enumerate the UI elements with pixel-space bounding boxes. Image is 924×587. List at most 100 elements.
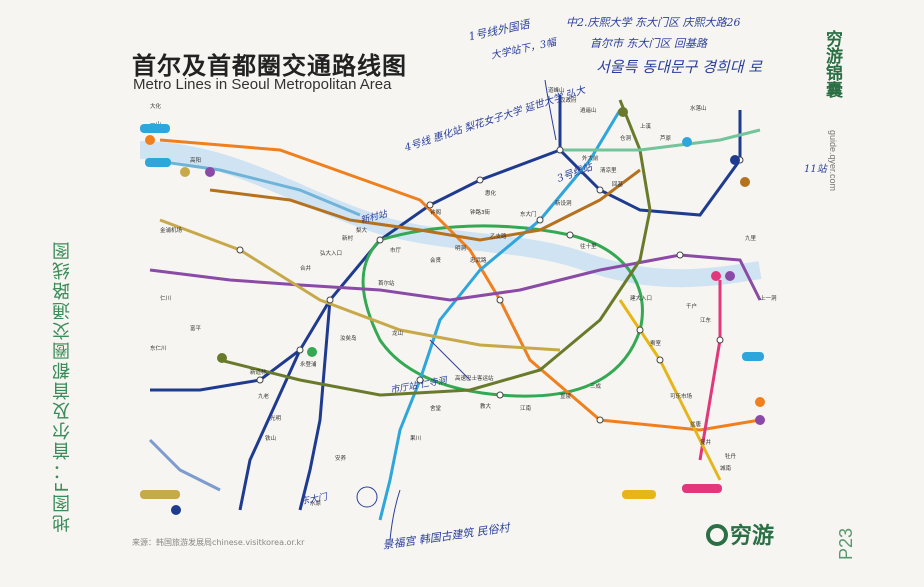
station-dot (716, 336, 724, 344)
line-3-marker (145, 135, 155, 145)
station-label: 教大 (480, 402, 492, 410)
station-label: 首尔站 (378, 279, 395, 287)
page-caption: 地图F：首尔及首都圈交通路线图 (52, 240, 73, 533)
station-label: 三成 (590, 382, 602, 390)
line-5-marker-south (755, 415, 765, 425)
station-dot (596, 186, 604, 194)
brand-website: guide.qyer.com (828, 130, 838, 192)
station-label: 大化 (150, 102, 162, 110)
station-label: 城南 (720, 464, 732, 472)
line-incheon (148, 438, 221, 492)
line-arex (149, 158, 361, 217)
line-jungang (560, 128, 761, 152)
line-5 (149, 253, 762, 302)
station-label: 九里 (745, 234, 757, 242)
station-label: 议政府 (560, 96, 577, 104)
station-dot (426, 201, 434, 209)
station-dot (236, 246, 244, 254)
line-3 (159, 138, 761, 432)
station-label: 合井 (300, 264, 312, 272)
line-7-marker (217, 353, 227, 363)
station-dot (596, 416, 604, 424)
station-label: 可乐市场 (670, 392, 693, 400)
station-dot (476, 176, 484, 184)
station-label: 芦原 (660, 134, 672, 142)
station-label: 梨大 (356, 226, 368, 234)
handwritten-note: 11站 (804, 164, 827, 175)
station-dot (376, 236, 384, 244)
station-label: 牡丹 (725, 452, 737, 460)
station-label: 仓洞 (620, 134, 632, 142)
station-dot (326, 296, 334, 304)
station-dot (256, 376, 264, 384)
station-dots (236, 146, 744, 424)
brand-logo-vertical: 穷游锦囊 (822, 30, 842, 98)
station-label: 舍堂 (430, 404, 442, 412)
brand-logo-text: 穷游 (730, 524, 775, 549)
station-label: 水原 (310, 499, 322, 507)
station-dot (416, 376, 424, 384)
station-label: 弘大入口 (320, 249, 342, 257)
line-name-tags (140, 124, 764, 499)
station-label: 新道林 (250, 368, 267, 376)
station-dot (296, 346, 304, 354)
brand-logo-bottom: 穷游 (706, 518, 774, 550)
station-label: 千户 (686, 302, 697, 310)
station-label: 忠武路 (470, 256, 487, 264)
station-label: 新村 (342, 234, 354, 242)
station-label: 道峰山 (548, 86, 565, 94)
source-note: 来源：韩国旅游发展局chinese.visitkorea.or.kr (132, 538, 305, 547)
station-label: 富平 (190, 324, 202, 332)
line-2-marker (307, 347, 317, 357)
station-label: 江南 (520, 404, 532, 412)
station-label: 回基 (612, 180, 624, 188)
station-label: 外大前 (582, 154, 599, 162)
station-label: 果川 (410, 435, 421, 442)
handwriting-strokes (356, 79, 557, 541)
brand-q-icon (706, 524, 728, 546)
station-label: 永登浦 (300, 360, 317, 368)
station-label: 新设洞 (555, 199, 572, 207)
handwritten-note: 首尔市 东大门区 回基路 (590, 37, 707, 50)
station-label: 九老 (258, 392, 270, 400)
station-label: 宣陵 (560, 392, 572, 400)
line-6-marker (740, 177, 750, 187)
line-8-marker (711, 271, 721, 281)
line-bundang (618, 299, 722, 481)
line-6 (209, 168, 641, 242)
line-1-marker (730, 155, 740, 165)
station-label: 蚕室 (650, 339, 662, 347)
station-label: 往十里 (580, 242, 597, 250)
station-label: 钟路3街 (470, 208, 490, 216)
station-label: 东仁川 (150, 344, 167, 352)
station-label: 逍遥山 (580, 106, 597, 114)
station-dot (656, 356, 664, 364)
station-label: 高阳 (190, 156, 201, 164)
han-river (139, 141, 762, 288)
station-label: 盆唐 (690, 420, 702, 428)
station-label: 惠化 (485, 189, 497, 197)
station-label: 建大入口 (630, 294, 652, 302)
station-label: 江东 (700, 316, 712, 324)
page-number: P23 (836, 528, 856, 561)
station-label: 会贤 (430, 256, 442, 264)
line-4 (378, 109, 622, 521)
line-7 (219, 99, 652, 397)
line-3-marker-south (755, 397, 765, 407)
handwritten-note: 서울특 동대문구 경희대 로 (596, 58, 763, 76)
station-label: 仁川 (160, 294, 171, 302)
station-label: 水落山 (690, 104, 707, 112)
line-8 (698, 280, 722, 461)
line-5-marker (205, 167, 215, 177)
station-dot (556, 146, 564, 154)
station-label: 高速巴士客运站 (455, 374, 494, 382)
station-label: 清凉里 (600, 166, 617, 174)
station-label: 安养 (335, 454, 347, 462)
map-title-english: Metro Lines in Seoul Metropolitan Area (133, 76, 392, 93)
station-label: 复井 (700, 438, 712, 446)
station-label: 汝矣岛 (340, 334, 357, 342)
station-label: 乙支路 (490, 232, 507, 240)
station-dot (496, 296, 504, 304)
